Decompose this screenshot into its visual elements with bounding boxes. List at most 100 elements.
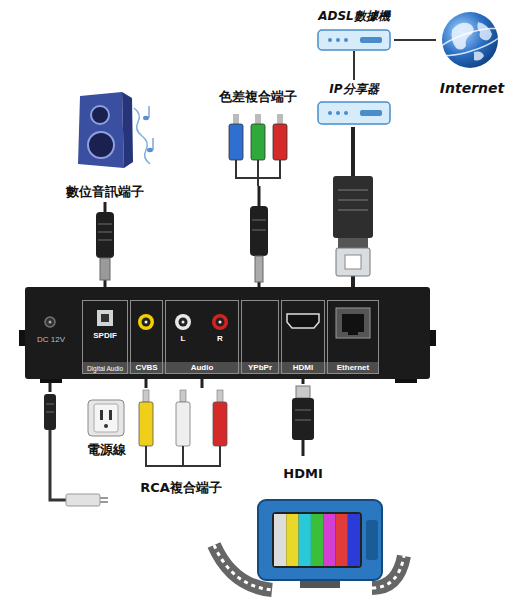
power-plug [66,494,100,506]
power-cable-node: 電源線 [36,392,136,460]
node-label: HDMI [283,467,322,482]
hdmi-plug [292,398,314,440]
dc-jack [45,317,55,327]
speaker-icon [152,138,153,150]
ethernet-plug [336,248,370,276]
speaker-icon [91,106,109,124]
spdif-plug [98,231,112,233]
hdmi-socket [287,314,319,328]
device-panel [25,287,430,379]
speaker-icon [88,132,114,158]
ethernet-plug [338,199,368,201]
modem-device [328,38,332,42]
speaker-node: 數位音訊端子 [52,86,158,202]
tv-icon [323,514,335,566]
rca-plugs [143,390,149,402]
spdif-socket [101,314,109,322]
speaker-icon [134,108,150,164]
component-cable-node: 色差複合端子 [204,88,312,186]
port-box: SPDIFDigital Audio [82,300,128,374]
spdif-plug [100,258,110,280]
wall-outlet [88,400,124,436]
node-label: HDMI [293,363,313,372]
hdmi-plug [295,409,311,411]
ethernet-socket [336,308,370,338]
speaker-icon [148,106,149,118]
ethernet-plug [338,209,368,211]
node-label: Ethernet [337,363,369,372]
rca-sockets [142,318,151,327]
router-node: IP分享器 [314,80,394,127]
ypbpr-plug [250,206,268,256]
speaker-icon [122,92,133,168]
rca-sockets [179,318,188,327]
spdif-socket [97,310,113,326]
rca-plugs [139,402,153,446]
wall-outlet [94,404,118,432]
ethernet-plug [338,189,368,191]
ypbpr-plug [250,206,268,282]
node-label: SPDIF [93,331,117,340]
globe-node: Internet [436,8,508,98]
wall-outlet [88,400,124,436]
node-label: Audio [191,363,214,372]
modem-device [318,30,390,50]
device-panel [82,362,379,374]
speaker-icon [78,92,124,168]
wall-outlet [109,410,112,420]
modem-device [318,30,390,50]
ethernet-plug [345,255,361,269]
tv-icon [348,514,360,566]
spdif-plug [96,212,114,280]
globe-icon [474,52,484,61]
globe-icon [435,23,505,61]
tv-icon [336,514,348,566]
component-plugs [236,160,280,186]
router-device [344,111,348,115]
rca-sockets [175,314,191,330]
router-device [328,111,332,115]
node-label: RCA複合端子 [140,481,222,496]
cable-line [353,51,355,80]
rca-plugs [139,390,227,466]
tv-icon [286,514,298,566]
speaker-icon [78,92,153,168]
hdmi-plug [295,419,311,421]
rca-sockets [219,321,222,324]
hdmi-plug [296,386,310,398]
spdif-plug [98,223,112,225]
component-plugs [273,124,287,160]
power-plug [50,430,66,500]
ethernet-socket [336,308,370,338]
rca-sockets [138,314,154,330]
ethernet-plug [333,176,373,238]
node-label: YPbPr [248,363,272,372]
tv-icon [299,514,311,566]
hdmi-plug [292,386,314,456]
spdif-plug [98,239,112,241]
node-label: L [181,334,186,343]
power-plug [46,403,54,405]
ethernet-plug [338,238,368,248]
rca-plugs [180,390,186,402]
ypbpr-plug [255,256,263,282]
wall-outlet [104,424,108,428]
component-plugs [251,124,265,160]
node-label: Internet [440,80,504,96]
cable-line [394,39,436,41]
node-label: 電源線 [87,443,126,458]
tv-icon [274,514,286,566]
component-plugs [229,124,243,160]
globe-icon [435,12,505,68]
power-plug [46,411,54,413]
hdmi-cable-node: HDMI [278,384,328,484]
component-plugs [255,114,261,124]
globe-icon [477,22,492,40]
router-device [318,102,390,124]
node-label: ADSL數據機 [318,10,390,24]
port-box: CVBS [130,300,163,374]
speaker-icon [147,148,153,152]
spdif-plug [96,212,114,258]
port-box: YPbPr [241,300,279,374]
